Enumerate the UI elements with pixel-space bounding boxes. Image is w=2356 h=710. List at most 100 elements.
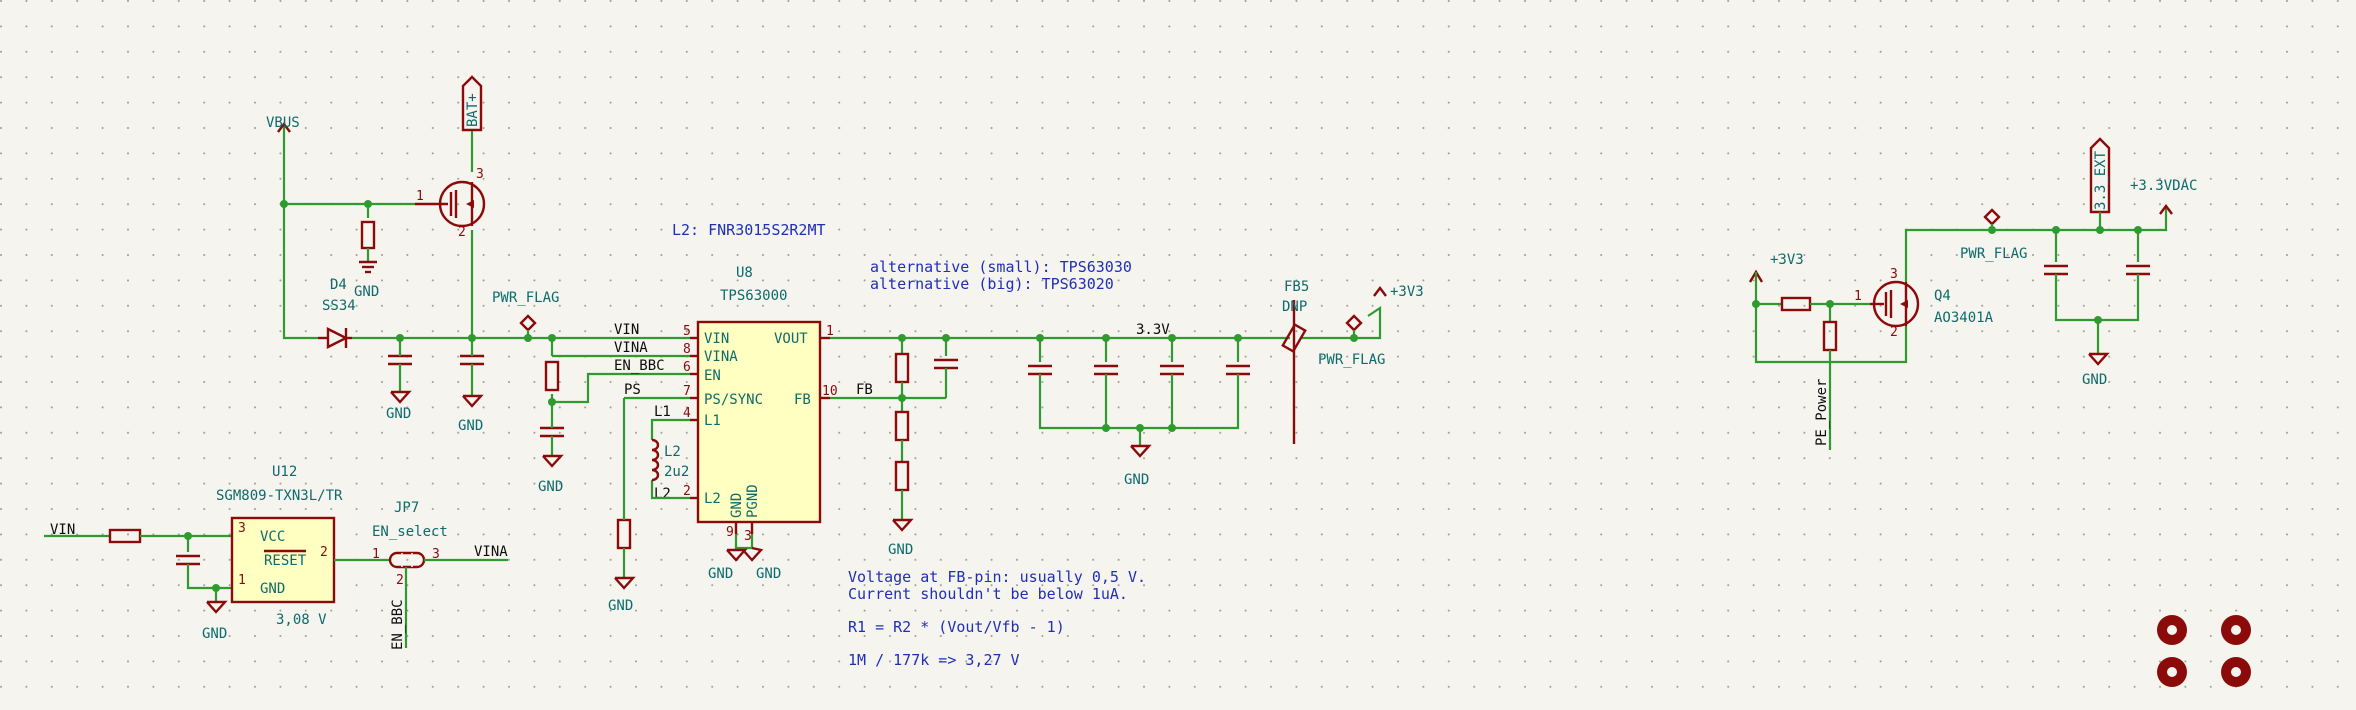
dac-supply-wire	[1904, 214, 2168, 282]
ps-net-label: PS	[624, 382, 641, 398]
u8-pnum-10: 10	[822, 384, 838, 399]
l1-net-label: L1	[654, 404, 671, 420]
diode-d4[interactable]: D4 SS34	[318, 277, 356, 349]
l2-value: 2u2	[664, 464, 689, 480]
jp7-pin2: 2	[396, 573, 404, 588]
q4-value: AO3401A	[1934, 310, 1994, 326]
fb5-ref: FB5	[1284, 279, 1309, 295]
u12-pnum-2: 2	[320, 545, 328, 560]
pwr-flag-input[interactable]: PWR_FLAG	[492, 290, 559, 338]
note-formula: R1 = R2 * (Vout/Vfb - 1)	[848, 618, 1065, 636]
u8-pin-ps: PS/SYNC	[704, 392, 763, 408]
u12-voltage: 3,08 V	[276, 612, 327, 628]
q4-drain-wire	[1830, 326, 1908, 364]
u8-pnum-5: 5	[683, 324, 691, 339]
vina-net-label: VINA	[614, 340, 648, 356]
note-alt-small: alternative (small): TPS63030	[870, 258, 1132, 276]
note-calc: 1M / 177k => 3,27 V	[848, 651, 1020, 669]
fb-net-label: FB	[856, 382, 873, 398]
d4-ref: D4	[330, 277, 347, 293]
3v3-vdac-label: +3.3VDAC	[2130, 178, 2197, 194]
pwr-flag-dac-label: PWR_FLAG	[1960, 246, 2027, 262]
u8-pnum-1: 1	[826, 324, 834, 339]
note-alt-big: alternative (big): TPS63020	[870, 275, 1114, 293]
gnd-label-cout: GND	[1124, 472, 1149, 488]
note-l2-part: L2: FNR3015S2R2MT	[672, 221, 826, 239]
gnd-label-c2: GND	[458, 418, 483, 434]
u8-pnum-8: 8	[683, 342, 691, 357]
en-bbc-net-label: EN_BBC	[614, 358, 665, 374]
note-fb-line1: Voltage at FB-pin: usually 0,5 V.	[848, 568, 1146, 586]
q-top-pin2: 2	[458, 225, 466, 240]
u8-gnd-symbol	[726, 548, 748, 562]
ps-resistor[interactable]: GND	[608, 510, 636, 614]
vout-3v3-wire	[1300, 322, 1382, 340]
p-mosfet-battery-switch[interactable]: 1 3 2	[415, 167, 486, 240]
ferrite-bead-fb5[interactable]: FB5 DNP	[1281, 279, 1309, 444]
q-top-pin3: 3	[476, 167, 484, 182]
u12-ref: U12	[272, 464, 297, 480]
gnd-label-u12: GND	[202, 626, 227, 642]
3v3-vdac-power-symbol[interactable]: +3.3VDAC	[2130, 178, 2197, 215]
vbus-power-symbol[interactable]: VBUS	[266, 115, 300, 142]
3v3-power-symbol-right[interactable]: +3V3	[1748, 252, 1804, 304]
junction-dots	[184, 200, 2142, 592]
inductor-l2[interactable]: L2 2u2	[651, 438, 689, 482]
3v3-power-symbol[interactable]: +3V3	[1373, 284, 1424, 300]
u12-pin-reset: RESET	[264, 553, 307, 569]
ic-u8-tps63000[interactable]: U8 TPS63000 VIN VINA EN PS/SYNC L1 L2 5 …	[683, 265, 838, 544]
u8-pnum-3: 3	[744, 529, 752, 544]
u8-pnum-2: 2	[683, 484, 691, 499]
u12-pnum-1: 1	[238, 573, 246, 588]
u8-pnum-6: 6	[683, 360, 691, 375]
3v3-arrow-wire	[1367, 305, 1382, 322]
gnd-label-ps: GND	[608, 598, 633, 614]
p-mosfet-q4[interactable]: 1 3 2 Q4 AO3401A	[1854, 267, 1994, 340]
pwr-flag-dac[interactable]: PWR_FLAG	[1960, 208, 2027, 262]
u8-pin-pgnd: PGND	[745, 484, 761, 518]
pe-power-label: PE_Power	[1814, 379, 1830, 446]
u12-pin-vcc: VCC	[260, 529, 285, 545]
gate-resistor[interactable]: GND	[354, 220, 379, 300]
3v3-ext-label: 3.3_EXT	[2093, 150, 2109, 210]
v3-3-net-label: 3.3V	[1136, 322, 1170, 338]
q4-pin2: 2	[1890, 325, 1898, 340]
u8-ref: U8	[736, 265, 753, 281]
jp7-pin3: 3	[432, 547, 440, 562]
u12-pnum-3: 3	[238, 521, 246, 536]
vin-net-label: VIN	[614, 322, 639, 338]
u8-pnum-4: 4	[683, 406, 691, 421]
l2-net-label: L2	[654, 486, 671, 502]
u8-pnum-9: 9	[726, 525, 734, 540]
u12-value: SGM809-TXN3L/TR	[216, 488, 343, 504]
input-capacitor-1[interactable]: GND	[386, 350, 412, 422]
en-capacitor[interactable]: GND	[538, 422, 564, 495]
u8-gnd-wire	[734, 534, 754, 550]
cout-gnd-symbol	[1130, 444, 1152, 458]
vina-net-label-jp7: VINA	[474, 544, 508, 560]
u8-pgnd-symbol	[742, 546, 764, 562]
3v3-right-label: +3V3	[1770, 252, 1804, 268]
input-capacitor-2[interactable]: GND	[458, 350, 484, 434]
u8-pin-vin: VIN	[704, 331, 729, 347]
u8-pin-gnd: GND	[729, 493, 745, 518]
u8-pnum-7: 7	[683, 384, 691, 399]
fb5-value: DNP	[1282, 299, 1307, 315]
vbus-label: VBUS	[266, 115, 300, 131]
note-fb-line2: Current shouldn't be below 1uA.	[848, 585, 1128, 603]
u8-pin-l2: L2	[704, 491, 721, 507]
vina-resistor[interactable]	[544, 360, 560, 392]
u8-pin-fb: FB	[794, 392, 811, 408]
bat-global-label[interactable]: BAT+	[461, 75, 483, 132]
3v3-ext-global-label[interactable]: 3.3_EXT	[2089, 137, 2111, 230]
gnd-label-dac: GND	[2082, 372, 2107, 388]
gnd-label-u8a: GND	[708, 566, 733, 582]
q4-ref: Q4	[1934, 288, 1951, 304]
gnd-label-d4: GND	[354, 284, 379, 300]
d4-value: SS34	[322, 298, 356, 314]
q4-left-wire	[1754, 304, 1830, 364]
jp7-ref: JP7	[394, 500, 419, 516]
u8-value: TPS63000	[720, 288, 787, 304]
